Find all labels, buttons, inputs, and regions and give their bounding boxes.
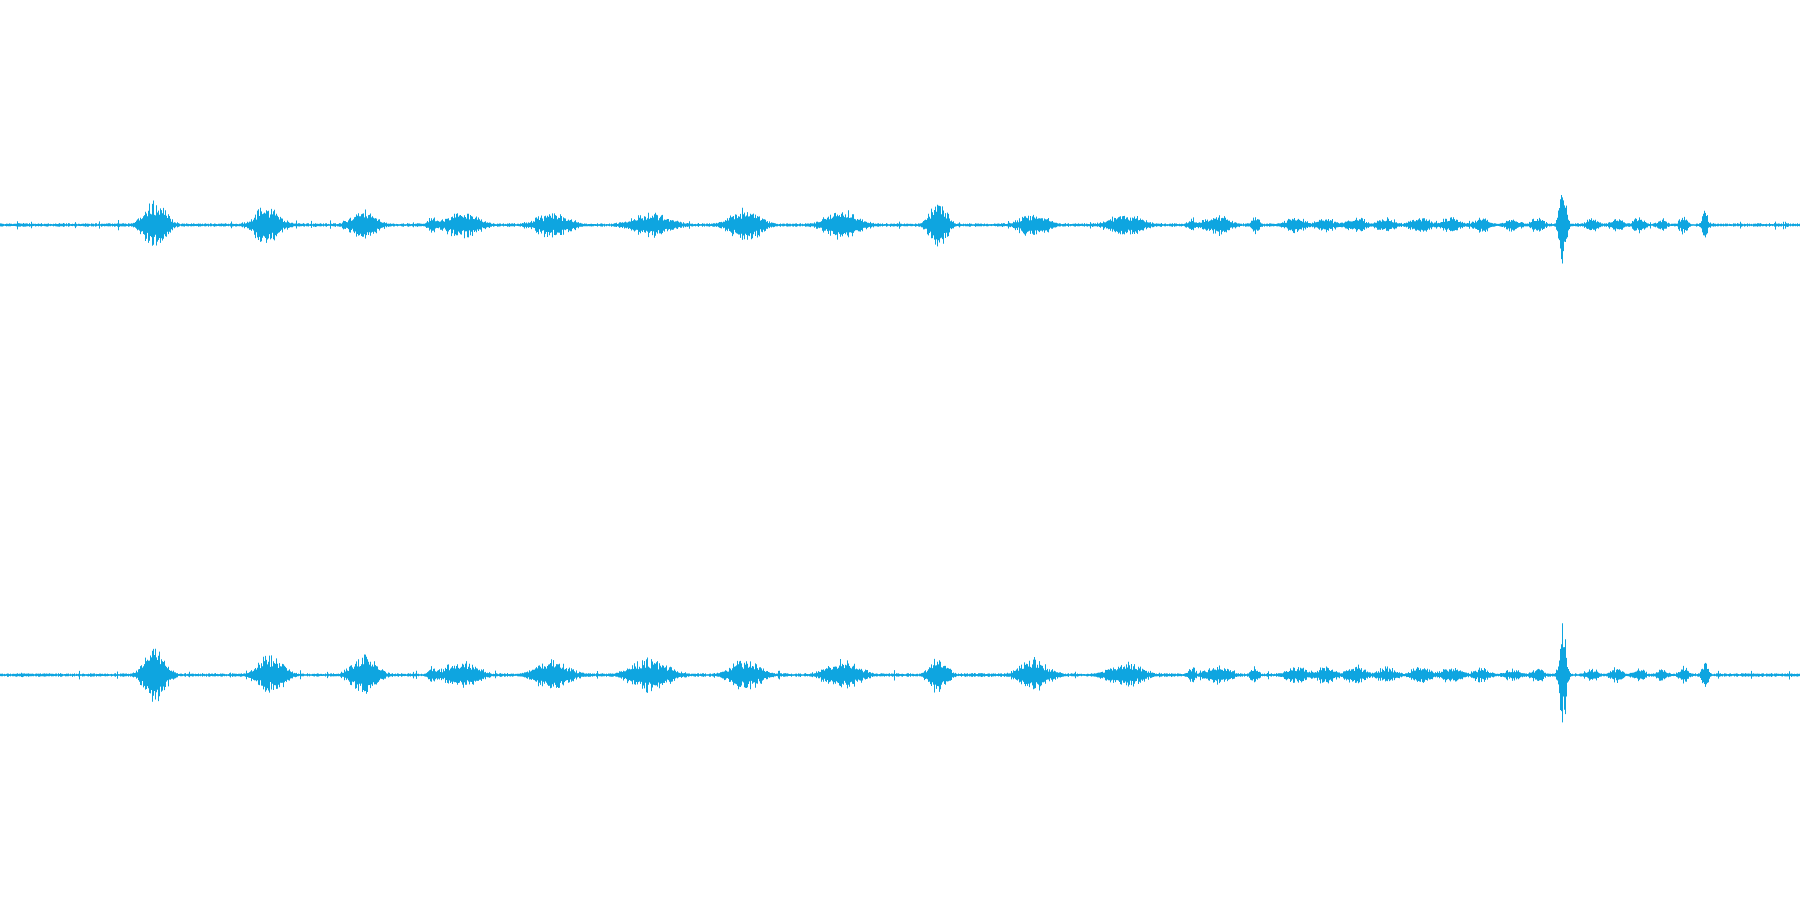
- waveform-samples: [0, 195, 1800, 264]
- waveform-channel-right: [0, 623, 1800, 723]
- waveform-samples: [0, 623, 1800, 723]
- waveform-channel-left: [0, 195, 1800, 264]
